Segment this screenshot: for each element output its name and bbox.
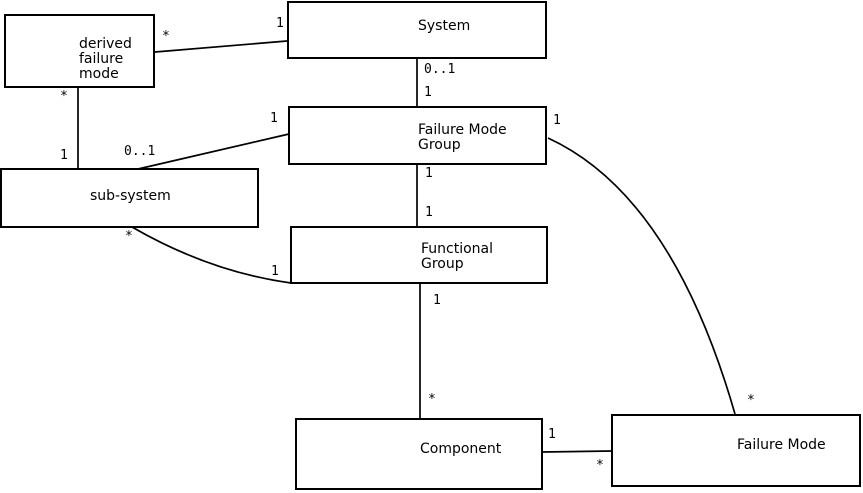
multiplicity-failure-mode-group-end: 1 xyxy=(270,111,278,126)
multiplicity-failure-mode-group-end: 1 xyxy=(424,85,432,100)
class-box-functional-group: Functional Group xyxy=(290,226,548,284)
multiplicity-failure-mode-end: * xyxy=(596,458,604,473)
connector-failure-mode-group-failure-mode xyxy=(547,137,736,415)
class-label-failure-mode: Failure Mode xyxy=(737,437,826,453)
multiplicity-component-end: 1 xyxy=(548,427,556,442)
connector-derived-failure-mode-system xyxy=(154,40,288,53)
multiplicity-functional-group-end: 1 xyxy=(271,264,279,279)
connector-failure-mode-group-sub-system xyxy=(137,133,290,170)
multiplicity-component-end: * xyxy=(428,392,436,407)
class-label-system: System xyxy=(418,18,471,34)
multiplicity-failure-mode-end: * xyxy=(747,393,755,408)
multiplicity-failure-mode-group-end: 1 xyxy=(425,166,433,181)
multiplicity-failure-mode-group-end: 1 xyxy=(553,113,561,128)
connector-component-failure-mode xyxy=(542,450,613,453)
class-box-component: Component xyxy=(295,418,543,490)
multiplicity-sub-system-end: 1 xyxy=(60,148,68,163)
multiplicity-functional-group-end: 1 xyxy=(425,205,433,220)
class-label-failure-mode-group: Failure Mode Group xyxy=(418,122,507,153)
multiplicity-derived-failure-mode-end: * xyxy=(60,89,68,104)
class-box-system: System xyxy=(287,1,547,59)
class-label-component: Component xyxy=(420,441,502,457)
multiplicity-derived-failure-mode-end: * xyxy=(162,29,170,44)
class-label-derived-failure-mode: derived failure mode xyxy=(79,36,132,82)
multiplicity-system-end: 0..1 xyxy=(424,62,456,77)
connector-sub-system-functional-group xyxy=(131,226,292,284)
multiplicity-system-end: 1 xyxy=(276,16,284,31)
multiplicity-functional-group-end: 1 xyxy=(433,293,441,308)
multiplicity-sub-system-end: 0..1 xyxy=(124,144,156,159)
class-box-derived-failure-mode: derived failure mode xyxy=(4,14,155,88)
class-box-failure-mode-group: Failure Mode Group xyxy=(288,106,547,165)
class-label-sub-system: sub-system xyxy=(90,188,171,204)
class-label-functional-group: Functional Group xyxy=(421,241,494,272)
class-box-sub-system: sub-system xyxy=(0,168,259,228)
class-box-failure-mode: Failure Mode xyxy=(611,414,861,487)
multiplicity-sub-system-end: * xyxy=(125,229,133,244)
